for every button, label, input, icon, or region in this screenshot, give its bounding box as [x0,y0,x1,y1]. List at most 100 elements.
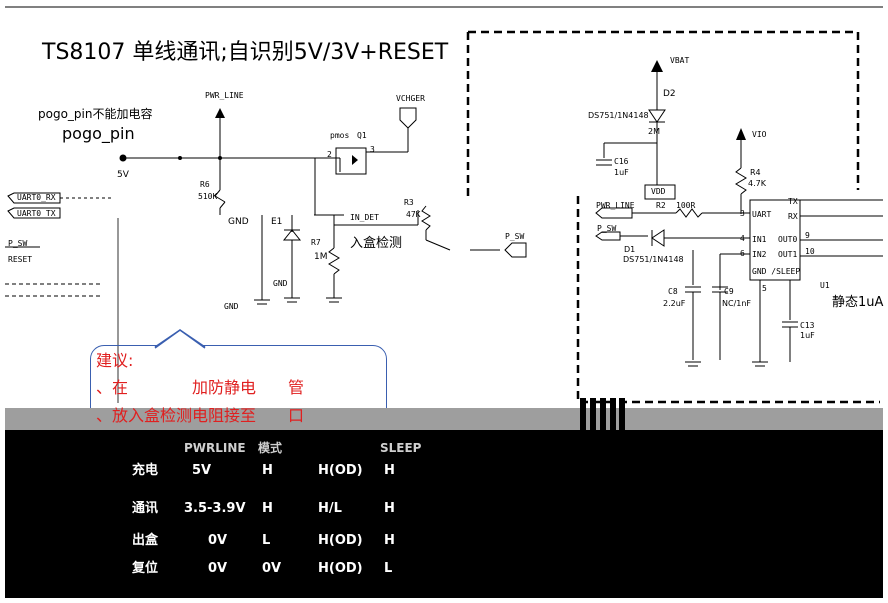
in2-label: IN2 [752,250,767,259]
table-cell: L [384,561,393,576]
d2-part-label: DS751/1N4148 [588,111,649,120]
r3-label: R3 [404,198,414,207]
table-cell: H [384,463,395,478]
table-cell: H(OD) [318,561,363,576]
table-cell: H [262,501,273,516]
vchger-label: VCHGER [396,94,425,103]
c9-label: C9 [724,287,734,296]
suggestion-line-1: 、在 加防静电 管 [96,378,305,397]
out1-label: OUT1 [778,250,798,259]
in-box-detect-label: 入盒检测 [350,236,403,251]
r2-label: R2 [656,201,666,210]
d2-2m-label: 2M [648,127,660,136]
table-cell: 出盒 [132,533,159,548]
suggestion-line-2: 、放入盒检测电阻接至 口 [96,406,305,425]
vchger-port [399,107,417,129]
table-cell: 0V [262,561,282,576]
table-header-sleep: SLEEP [380,441,422,455]
gnd-label-1: GND [228,217,249,227]
table-cell: 0V [208,533,228,548]
c16-value: 1uF [614,168,629,177]
r4-label: R4 [750,168,761,177]
v5-label: 5V [117,170,129,180]
in-det-label: IN_DET [350,213,379,222]
r6-label: R6 [200,180,210,189]
bar-5 [619,398,625,434]
gray-band [5,408,883,430]
r3-value: 47K [406,210,421,219]
table-cell: H [384,501,395,516]
table-cell: H [262,463,273,478]
p-sw-mid-label: P_SW [505,232,525,241]
bar-1 [580,398,586,434]
static-current-label: 静态1uA [832,295,884,310]
p-sw-left-label: P_SW [8,239,28,248]
pin9-label: 9 [805,231,810,240]
table-cell: 复位 [132,561,159,576]
r4-value: 4.7K [748,179,766,188]
pmos-label: pmos [330,131,350,140]
r6-value: 510K [198,192,218,201]
rx-label: RX [788,212,798,221]
pin6-label: 6 [740,249,745,258]
table-cell: 0V [208,561,228,576]
pin10-label: 10 [805,247,815,256]
r7-label: R7 [311,238,321,247]
pin5-label: 5 [762,284,767,293]
pwr-line-label: PWR_LINE [205,91,244,100]
table-cell: H/L [318,501,342,516]
reset-label: RESET [8,255,33,264]
e1-label: E1 [271,217,283,227]
q1-pin3: 3 [370,145,375,154]
vbat-label: VBAT [670,56,690,65]
dashed-frame-bottom [576,196,880,404]
table-cell: 充电 [132,463,159,478]
vdd-label: VDD [651,187,666,196]
r7-value: 1M [314,252,328,262]
p-sw-port-mid [504,242,527,258]
pogo-pin-label: pogo_pin [62,124,135,143]
d2-label: D2 [663,89,676,99]
u1-label: U1 [820,281,830,290]
c13-label: C13 [800,321,815,330]
in1-label: IN1 [752,235,767,244]
tx-label: TX [788,197,798,206]
pwr-line-arrow [215,108,225,118]
bar-4 [610,398,616,434]
c9-value: NC/1nF [722,299,752,308]
c16-label: C16 [614,157,629,166]
pin3-right: 3 [740,209,745,218]
q1-label: Q1 [357,131,367,140]
pogo-note-label: pogo_pin不能加电容 [38,107,153,121]
r2-value: 100R [676,201,696,210]
d1-label: D1 [624,245,636,254]
table-cell: 3.5-3.9V [184,501,246,516]
table-cell: H [384,533,395,548]
vio-label: VIO [752,130,767,139]
bar-2 [590,398,596,434]
gnd-label-2: GND [273,279,288,288]
uart-rx-label: UART0_RX [17,193,56,202]
bar-3 [600,398,606,434]
uart-tx-label: UART0_TX [17,209,56,218]
c13-value: 1uF [800,331,815,340]
vdd-box [644,184,676,200]
gnd-sleep-label: GND /SLEEP [752,267,801,276]
table-cell: L [262,533,271,548]
out0-label: OUT0 [778,235,798,244]
table-header-mode: 模式 [258,441,283,455]
pin4-label: 4 [740,234,745,243]
mode-table: PWRLINE 模式 SLEEP 充电 5V H H(OD) H 通讯 3.5-… [122,436,518,588]
gnd-label-3: GND [224,302,239,311]
d1-part-label: DS751/1N4148 [623,255,684,264]
p-sw-right-label: P_SW [597,224,617,233]
c8-label: C8 [668,287,678,296]
dashed-frame-top [468,30,860,190]
page-title: TS8107 单线通讯;自识别5V/3V+RESET [42,40,449,65]
table-cell: H(OD) [318,533,363,548]
table-cell: H(OD) [318,463,363,478]
uart-pin-label: UART [752,210,772,219]
q1-pin2: 2 [327,150,332,159]
table-cell: 5V [192,463,212,478]
